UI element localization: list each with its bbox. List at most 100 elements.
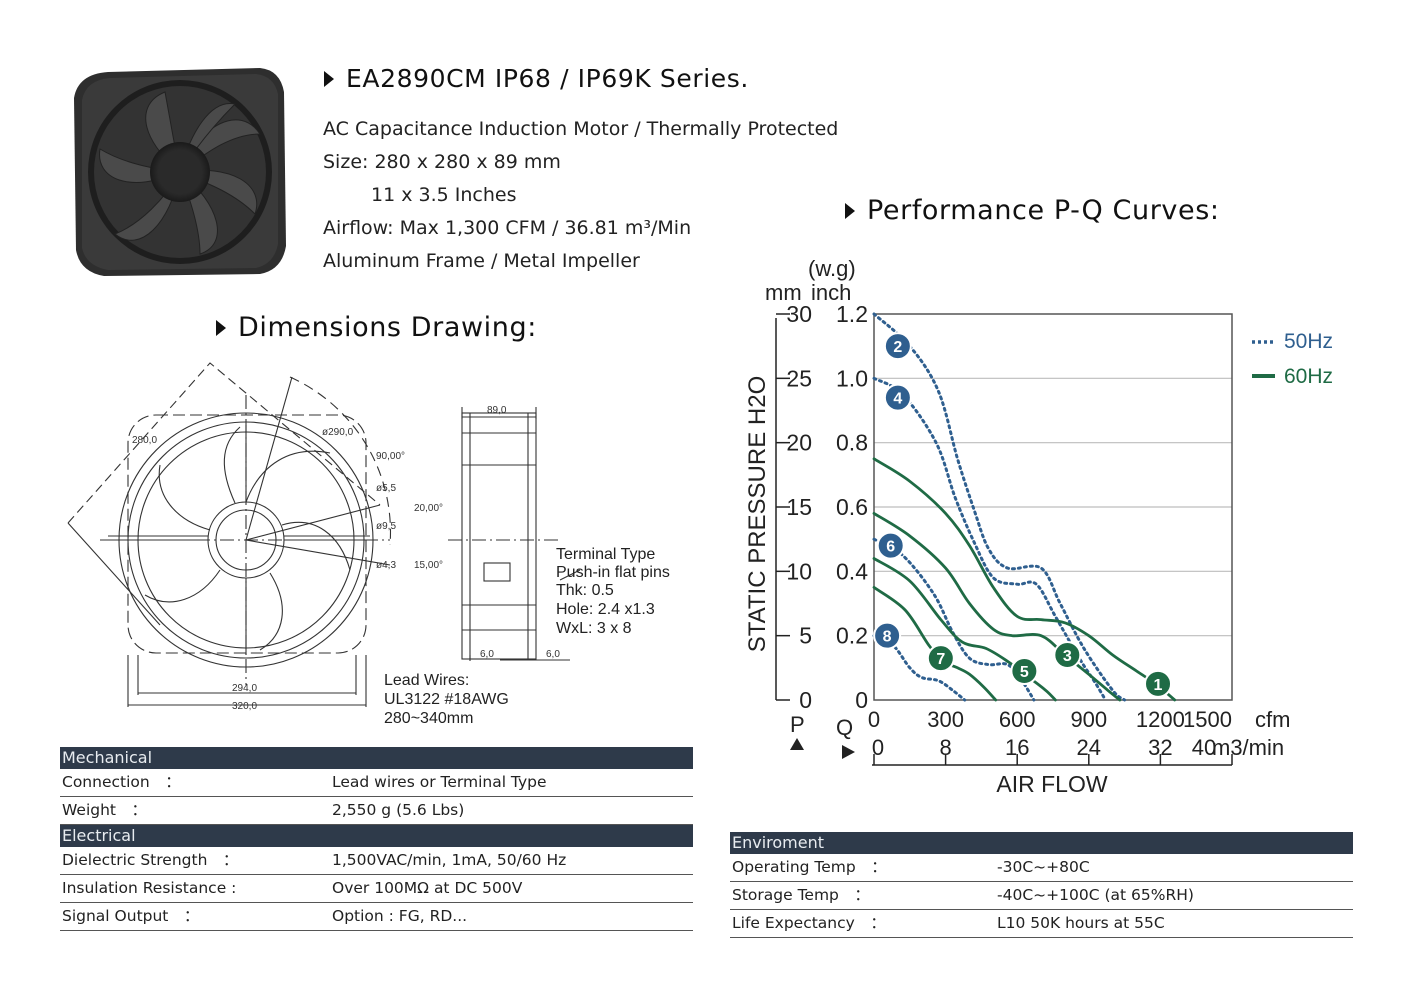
performance-heading-text: Performance P-Q Curves: xyxy=(867,195,1220,226)
series-badge-1 xyxy=(1144,669,1173,698)
axis-p-arrow-icon xyxy=(790,738,804,750)
series-badge-label: 2 xyxy=(893,339,902,356)
row-weight: Weight ： 2,550 g (5.6 Lbs) xyxy=(60,797,693,825)
series-badge-label: 7 xyxy=(936,651,945,668)
axis-letter-q: Q xyxy=(836,715,853,740)
y-tick-label-inch: 0.4 xyxy=(836,558,868,584)
series-badge-label: 1 xyxy=(1154,677,1163,694)
row-key: Signal Output ： xyxy=(62,907,200,925)
row-value: 2,550 g (5.6 Lbs) xyxy=(332,801,465,819)
left-spec-table: Mechanical Connection ： Lead wires or Te… xyxy=(60,747,693,931)
row-life-expectancy: Life Expectancy ： L10 50K hours at 55C xyxy=(730,910,1353,938)
y-tick-label-mm: 30 xyxy=(786,301,812,327)
dim-hole-55: ø5,5 xyxy=(376,483,396,494)
axis-q-arrow-icon xyxy=(842,745,855,759)
terminal-note-4: Hole: 2.4 x1.3 xyxy=(556,601,655,618)
row-value: Over 100MΩ at DC 500V xyxy=(332,879,523,897)
x-tick-label-cfm: 900 xyxy=(1070,707,1107,732)
section-environment: Enviroment xyxy=(730,832,1353,854)
series-line-4 xyxy=(872,376,1107,702)
dim-290: ø290,0 xyxy=(322,427,354,438)
row-key: Insulation Resistance : xyxy=(62,879,237,897)
terminal-note-3: Thk: 0.5 xyxy=(556,582,614,599)
row-key: Storage Temp ： xyxy=(732,886,870,904)
x-tick-label-cfm: 300 xyxy=(927,707,964,732)
row-value: Option : FG, RD... xyxy=(332,907,468,925)
series-badge-3 xyxy=(1053,640,1082,669)
bullet-triangle-icon xyxy=(324,70,334,87)
x-tick-label-cfm: 600 xyxy=(999,707,1036,732)
row-value: -30C~+80C xyxy=(997,858,1090,876)
x-tick-label-m3: 16 xyxy=(1005,735,1029,760)
x-unit-secondary: m3/min xyxy=(1212,735,1284,760)
dimensions-heading-text: Dimensions Drawing: xyxy=(238,312,537,343)
row-connection: Connection ： Lead wires or Terminal Type xyxy=(60,769,693,797)
bullet-triangle-icon xyxy=(216,319,226,336)
y-unit-right: inch xyxy=(811,280,851,305)
dim-angle-90: 90,00° xyxy=(376,451,405,462)
spec-frame: Aluminum Frame / Metal Impeller xyxy=(323,250,640,272)
chart-grid xyxy=(874,377,1232,637)
y-tick-label-inch: 0.2 xyxy=(836,623,868,649)
x-tick-label-cfm: 1500 xyxy=(1183,707,1232,732)
series-badge-6 xyxy=(876,531,905,560)
row-key: Dielectric Strength ： xyxy=(62,851,239,869)
dim-hole-95: ø9,5 xyxy=(376,521,396,532)
terminal-note-1: Terminal Type xyxy=(556,546,655,563)
product-title: EA2890CM IP68 / IP69K Series. xyxy=(324,64,749,93)
y-tick-label-inch: 0 xyxy=(855,687,868,713)
row-value: 1,500VAC/min, 1mA, 50/60 Hz xyxy=(332,851,567,869)
legend-60hz-label: 60Hz xyxy=(1284,365,1333,388)
y-unit-left: mm xyxy=(765,280,802,305)
y-axis-title: STATIC PRESSURE H2O xyxy=(744,376,771,653)
product-specs: AC Capacitance Induction Motor / Thermal… xyxy=(323,113,838,278)
series-line-2 xyxy=(872,312,1127,702)
series-line-3 xyxy=(872,512,1122,702)
y-tick-label-mm: 0 xyxy=(799,687,812,713)
dim-6-right: 6,0 xyxy=(546,649,560,660)
lead-note-2: UL3122 #18AWG xyxy=(384,691,509,708)
x-tick-label-cfm: 0 xyxy=(868,707,880,732)
series-badge-label: 4 xyxy=(893,391,902,408)
terminal-note-2: Push-in flat pins xyxy=(556,564,670,581)
y-unit-top: (w.g) xyxy=(808,256,856,281)
row-value: -40C~+100C (at 65%RH) xyxy=(997,886,1194,904)
dim-280: 280,0 xyxy=(132,435,157,446)
row-value: L10 50K hours at 55C xyxy=(997,914,1165,932)
row-storage-temp: Storage Temp ： -40C~+100C (at 65%RH) xyxy=(730,882,1353,910)
x-axis-title: AIR FLOW xyxy=(996,771,1107,797)
y-tick-label-mm: 15 xyxy=(786,494,812,520)
x-tick-label-m3: 24 xyxy=(1077,735,1101,760)
series-badge-7 xyxy=(926,644,955,673)
dim-320: 320,0 xyxy=(232,701,257,712)
lead-note-3: 280~340mm xyxy=(384,710,473,727)
row-key: Weight ： xyxy=(62,801,148,819)
x-tick-label-cfm: 1200 xyxy=(1136,707,1185,732)
fan-product-image xyxy=(74,68,286,276)
spec-size-inch: 11 x 3.5 Inches xyxy=(371,184,517,206)
x-tick-label-m3: 0 xyxy=(872,735,884,760)
row-key: Life Expectancy ： xyxy=(732,914,886,932)
y-tick-label-mm: 20 xyxy=(786,430,812,456)
section-mechanical: Mechanical xyxy=(60,747,693,769)
y-tick-label-mm: 10 xyxy=(786,558,812,584)
series-badge-label: 3 xyxy=(1063,648,1072,665)
y-tick-label-inch: 0.8 xyxy=(836,430,868,456)
spec-motor: AC Capacitance Induction Motor / Thermal… xyxy=(323,118,839,140)
dim-angle-15: 15,00° xyxy=(414,560,443,571)
row-key: Connection ： xyxy=(62,773,181,791)
bullet-triangle-icon xyxy=(845,202,855,219)
row-signal: Signal Output ： Option : FG, RD... xyxy=(60,903,693,931)
x-tick-label-m3: 8 xyxy=(939,735,951,760)
row-insulation: Insulation Resistance : Over 100MΩ at DC… xyxy=(60,875,693,903)
lead-note-1: Lead Wires: xyxy=(384,672,469,689)
section-electrical: Electrical xyxy=(60,825,693,847)
axis-letter-p: P xyxy=(790,712,805,737)
plot-frame xyxy=(873,313,1233,701)
legend-50hz-label: 50Hz xyxy=(1284,330,1333,353)
dimensions-drawing: 280,0 ø290,0 90,00° ø5,5 20,00° ø9,5 ø4,… xyxy=(67,362,670,727)
dimensions-heading: Dimensions Drawing: xyxy=(216,312,537,343)
spec-airflow: Airflow: Max 1,300 CFM / 36.81 m³/Min xyxy=(323,217,692,239)
x-tick-label-m3: 32 xyxy=(1148,735,1172,760)
